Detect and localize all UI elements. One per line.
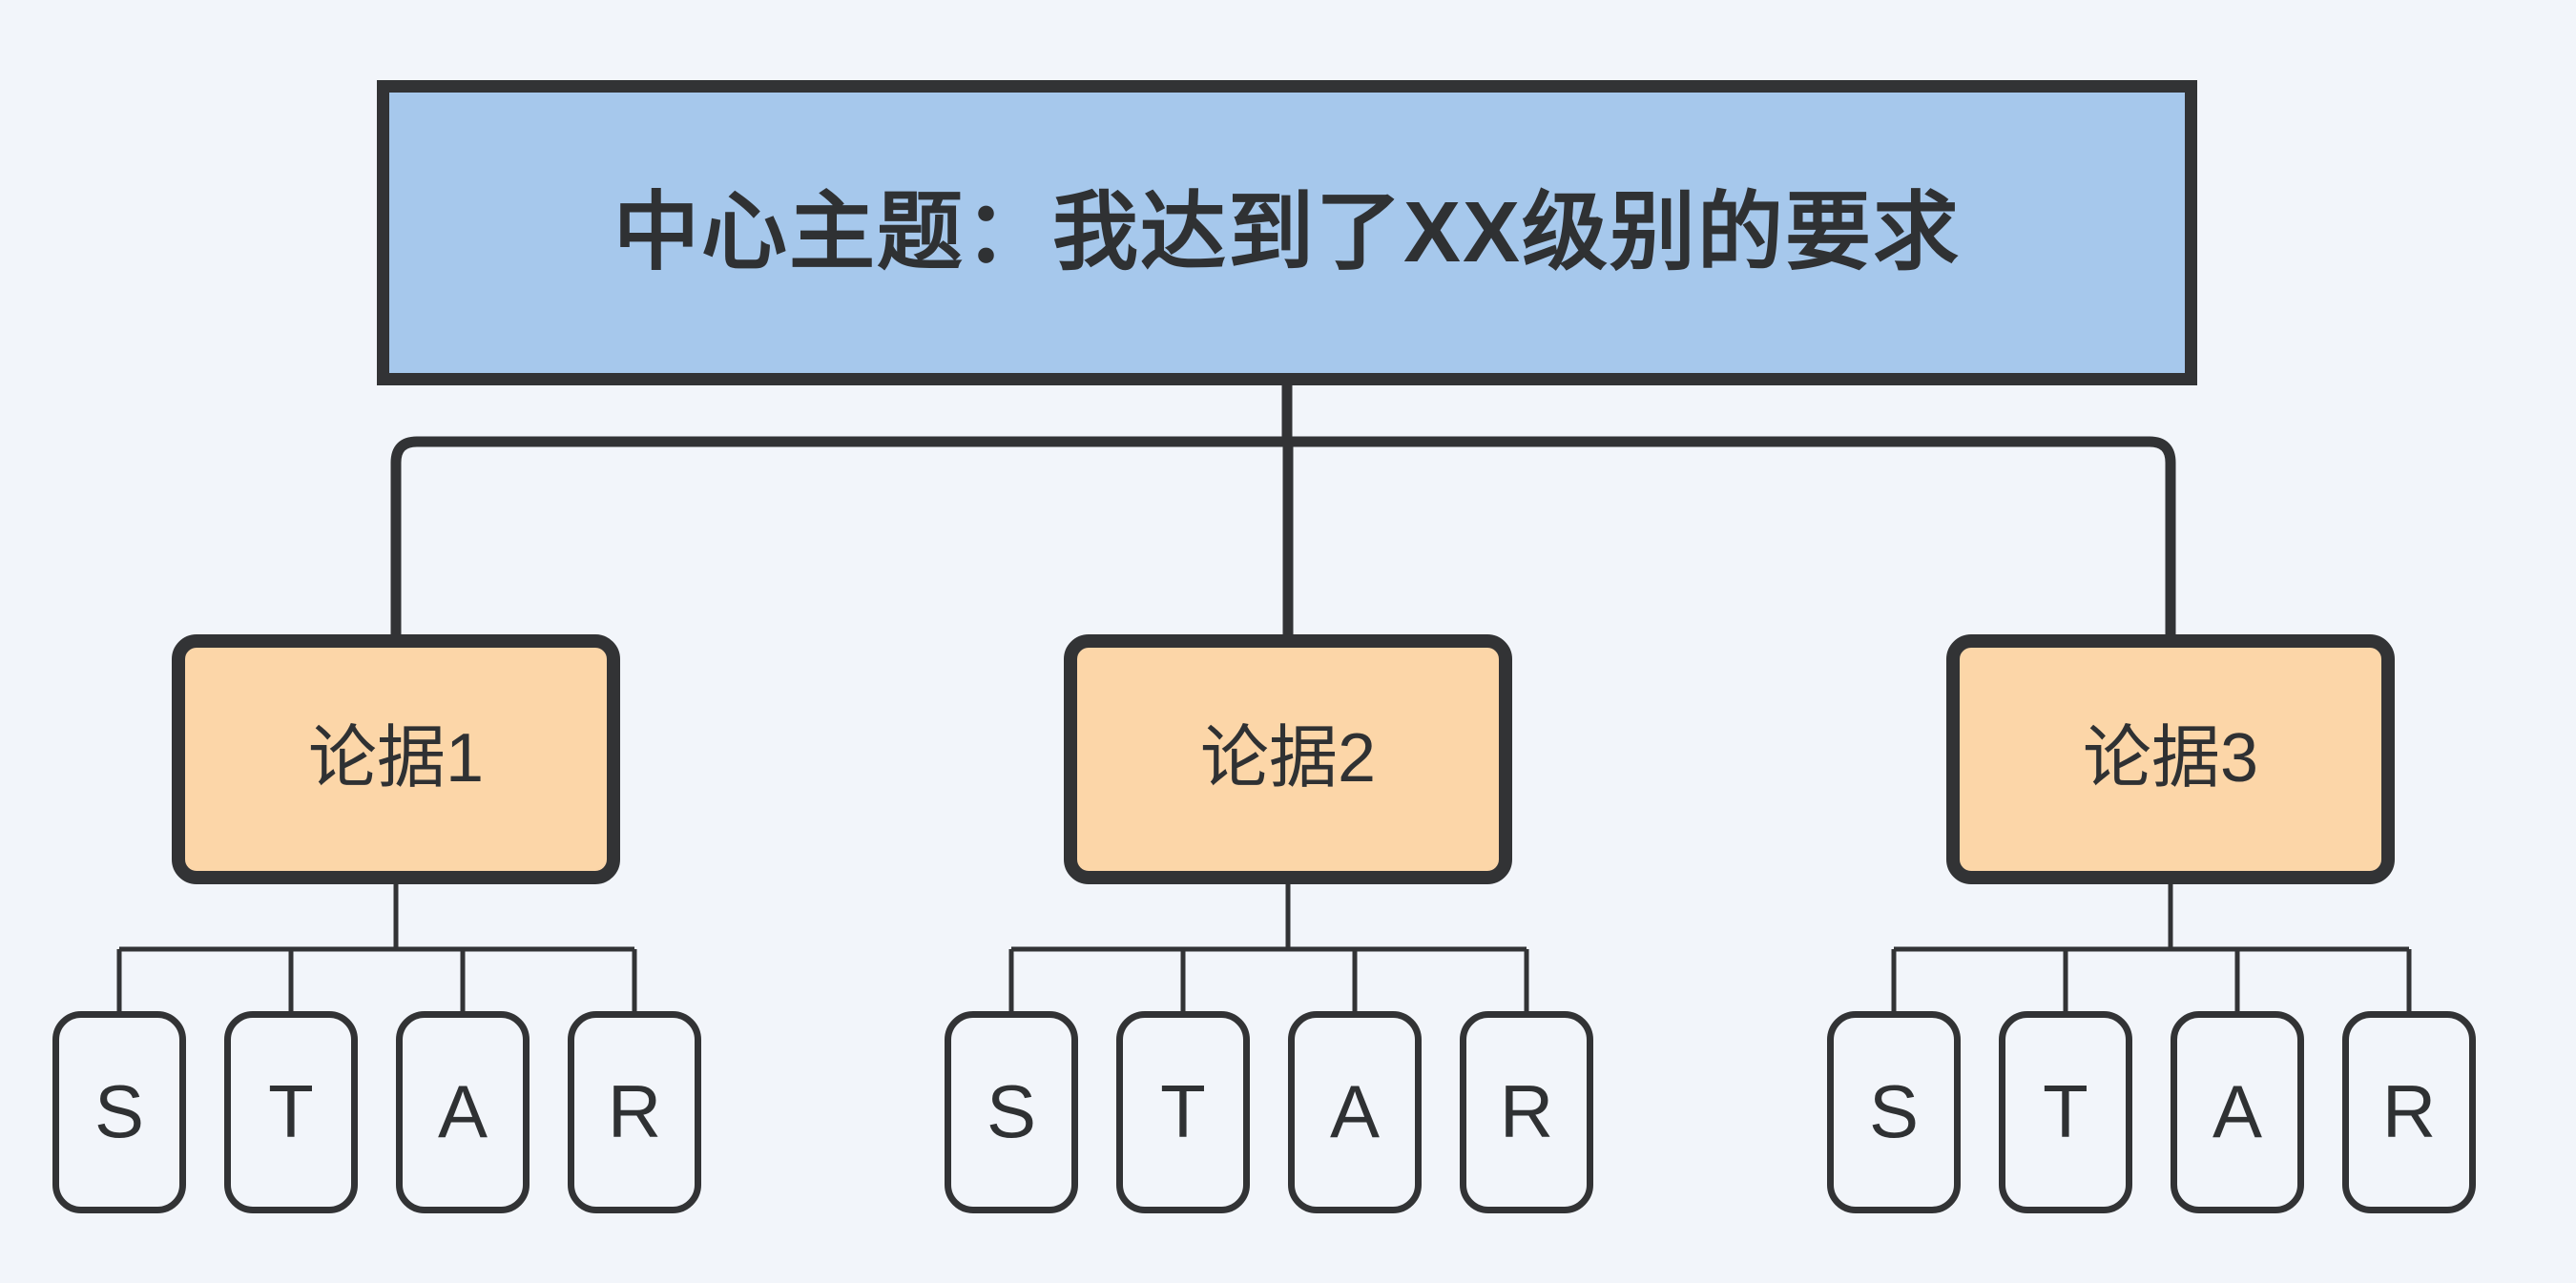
leaf-node-2-r-label: R bbox=[1499, 1069, 1554, 1154]
leaf-node-1-a[interactable]: A bbox=[396, 1011, 530, 1213]
leaf-node-1-r-label: R bbox=[607, 1069, 662, 1154]
leaf-node-2-t[interactable]: T bbox=[1116, 1011, 1250, 1213]
leaf-node-2-a[interactable]: A bbox=[1288, 1011, 1422, 1213]
root-node[interactable]: 中心主题：我达到了XX级别的要求 bbox=[377, 80, 2197, 385]
leaf-node-3-r[interactable]: R bbox=[2342, 1011, 2476, 1213]
leaf-node-2-r[interactable]: R bbox=[1460, 1011, 1593, 1213]
leaf-node-3-t-label: T bbox=[2043, 1069, 2088, 1154]
leaf-node-3-a-label: A bbox=[2212, 1069, 2263, 1154]
branch-node-3[interactable]: 论据3 bbox=[1946, 634, 2395, 884]
branch-node-2[interactable]: 论据2 bbox=[1064, 634, 1512, 884]
branch-node-1[interactable]: 论据1 bbox=[172, 634, 620, 884]
branch-node-2-label: 论据2 bbox=[1199, 720, 1377, 797]
branch-node-1-label: 论据1 bbox=[307, 720, 485, 797]
leaf-node-1-a-label: A bbox=[437, 1069, 488, 1154]
leaf-node-3-s[interactable]: S bbox=[1827, 1011, 1961, 1213]
leaf-node-2-s-label: S bbox=[986, 1069, 1037, 1154]
root-node-label: 中心主题：我达到了XX级别的要求 bbox=[613, 184, 1962, 280]
leaf-node-3-s-label: S bbox=[1868, 1069, 1920, 1154]
leaf-node-1-s[interactable]: S bbox=[52, 1011, 186, 1213]
leaf-node-2-t-label: T bbox=[1160, 1069, 1206, 1154]
leaf-node-1-t-label: T bbox=[268, 1069, 314, 1154]
leaf-node-3-r-label: R bbox=[2381, 1069, 2437, 1154]
leaf-node-2-a-label: A bbox=[1329, 1069, 1381, 1154]
connector-line bbox=[390, 436, 1287, 634]
leaf-node-2-s[interactable]: S bbox=[945, 1011, 1078, 1213]
leaf-node-1-t[interactable]: T bbox=[224, 1011, 358, 1213]
connector-line bbox=[1287, 436, 2176, 634]
leaf-node-3-t[interactable]: T bbox=[1999, 1011, 2132, 1213]
leaf-node-1-r[interactable]: R bbox=[568, 1011, 701, 1213]
leaf-node-1-s-label: S bbox=[93, 1069, 145, 1154]
leaf-node-3-a[interactable]: A bbox=[2171, 1011, 2304, 1213]
branch-node-3-label: 论据3 bbox=[2082, 720, 2259, 797]
